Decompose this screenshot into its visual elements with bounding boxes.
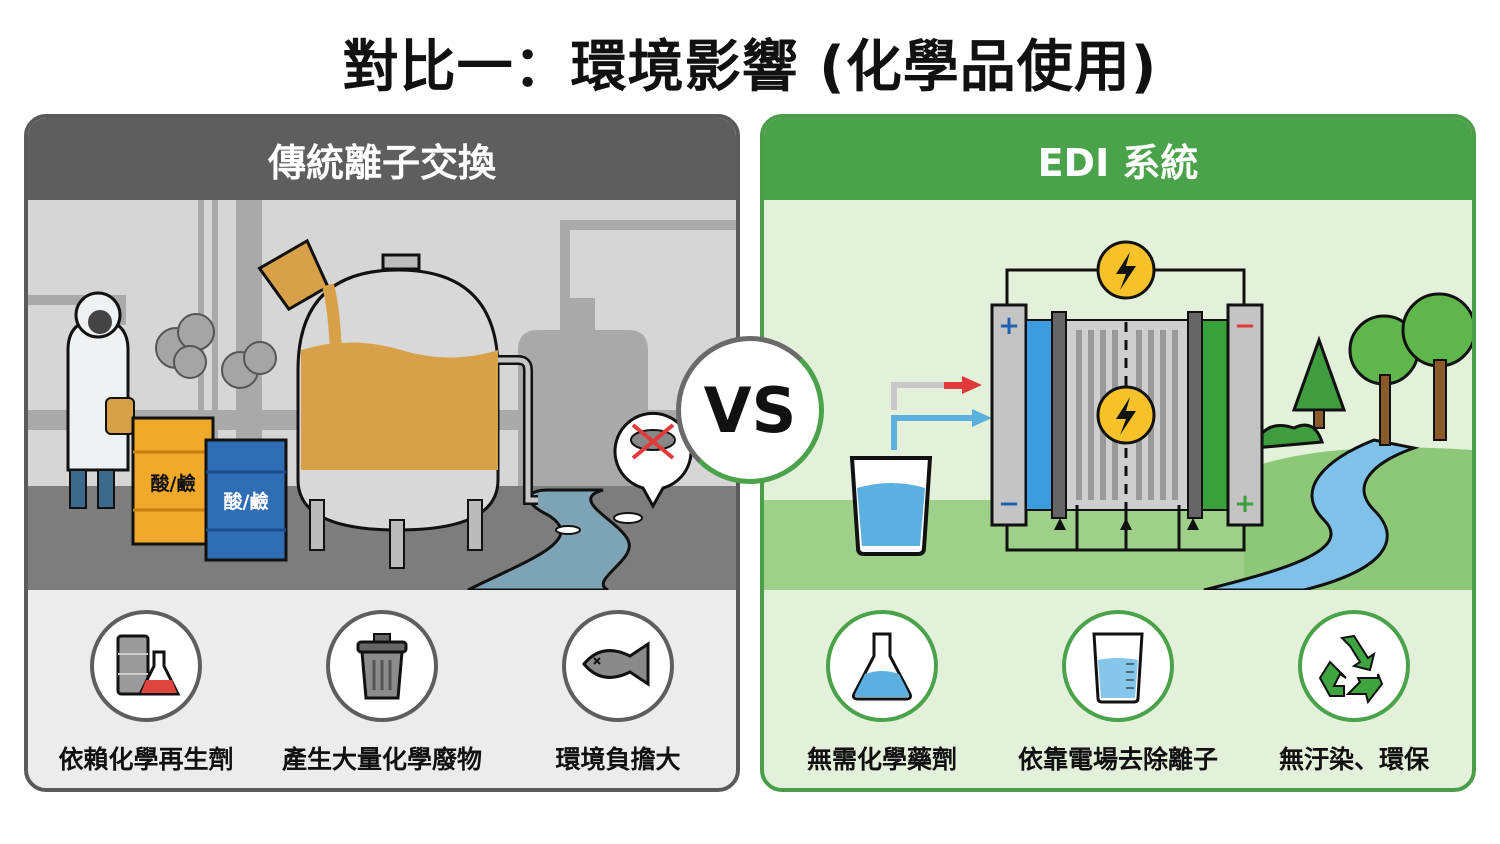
polluted-stream-icon [467,488,631,590]
barrel-blue-icon: 酸/鹼 [204,438,288,562]
traditional-features: 依賴化學再生劑 產生大量化學廢物 [28,590,736,788]
resin-tank-icon [296,253,538,569]
feature-label: 無需化學藥劑 [806,745,957,774]
electrode-sign: + [998,311,1020,341]
panel-heading-edi: EDI 系統 [764,118,1472,200]
vs-badge: VS [676,336,824,484]
page-title: 對比一：環境影響 (化學品使用) [342,35,1158,100]
electrode-sign: − [998,489,1020,519]
feature-label: 依靠電場去除離子 [1017,745,1218,774]
flask-icon [826,610,938,722]
barrel-orange-icon: 酸/鹼 [131,416,215,546]
traditional-ion-exchange-panel: 傳統離子交換 [24,114,740,792]
edi-illustration: + − − + [764,200,1472,590]
barrel-label-2: 酸/鹼 [224,490,270,513]
power-source-icon [1096,385,1156,445]
traditional-scene: 酸/鹼 酸/鹼 [28,200,736,590]
trash-can-icon [326,610,438,722]
water-beaker-icon [849,456,933,556]
edi-scene: + − − + [764,200,1472,590]
feature-electric-field: 依靠電場去除離子 [1001,590,1236,776]
trees-icon [1251,292,1472,450]
feature-label: 環境負擔大 [555,745,681,774]
hazmat-worker-icon [66,291,135,509]
edi-features: 無需化學藥劑 依靠電場去除離子 [764,590,1472,788]
dead-fish-icon [562,610,674,722]
power-source-icon [1096,240,1156,300]
feature-chemical-waste: 產生大量化學廢物 [265,590,500,776]
feature-eco-friendly: 無汙染、環保 [1237,590,1472,776]
feature-label: 無汙染、環保 [1278,745,1429,774]
edi-system-panel: EDI 系統 [760,114,1476,792]
feature-label: 依賴化學再生劑 [58,745,234,774]
electrode-sign: − [1234,311,1256,341]
recycle-icon [1298,610,1410,722]
feature-environmental-burden: 環境負擔大 [501,590,736,776]
clean-river-icon [1203,438,1420,590]
barrel-label-1: 酸/鹼 [151,472,197,495]
feature-chemical-regenerant: 依賴化學再生劑 [29,590,264,776]
feature-no-chemicals: 無需化學藥劑 [765,590,1000,776]
smoke-icon [155,313,277,389]
barrel-flask-icon [90,610,202,722]
electrode-sign: + [1234,489,1256,519]
dead-fish-warning-icon [613,411,693,510]
feature-label: 產生大量化學廢物 [281,745,482,774]
factory-illustration: 酸/鹼 酸/鹼 [28,200,736,590]
beaker-icon [1062,610,1174,722]
panel-heading-traditional: 傳統離子交換 [28,118,736,200]
